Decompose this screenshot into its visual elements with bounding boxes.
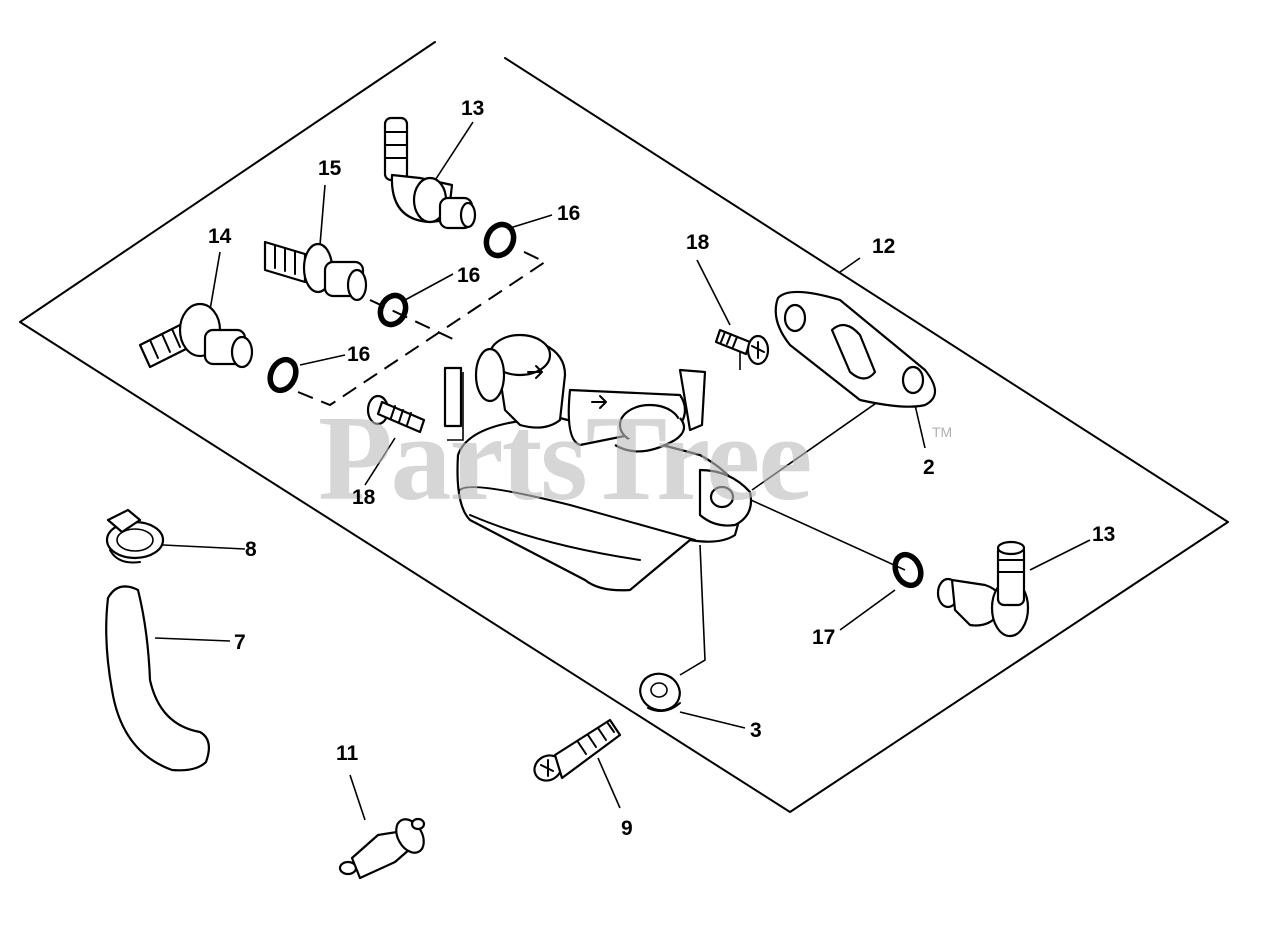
assembly-boundary xyxy=(19,41,1229,813)
callout-16-a: 16 xyxy=(557,202,581,225)
elbow-fitting-lower-part-13 xyxy=(936,540,1030,638)
o-ring-part-16-a xyxy=(483,221,517,259)
trademark-mark: TM xyxy=(932,424,953,440)
callout-18-lower: 18 xyxy=(352,486,376,509)
washer-part-3 xyxy=(639,672,681,713)
screw-part-18-upper xyxy=(714,328,770,366)
leader-lines xyxy=(154,121,1091,821)
callout-16-b: 16 xyxy=(457,264,481,287)
callout-3: 3 xyxy=(750,719,762,742)
callout-16-c: 16 xyxy=(347,343,371,366)
hose-clamp-part-8 xyxy=(105,508,165,564)
callout-13-upper: 13 xyxy=(461,97,485,120)
callout-9: 9 xyxy=(621,817,633,840)
o-ring-part-16-b xyxy=(377,292,409,328)
callout-13-lower: 13 xyxy=(1092,523,1116,546)
o-ring-part-16-c xyxy=(267,356,299,394)
callout-12: 12 xyxy=(872,235,896,258)
elbow-fitting-part-14 xyxy=(138,302,254,369)
watermark-logo: PartsTree xyxy=(318,391,812,526)
callout-7: 7 xyxy=(234,631,246,654)
callout-8: 8 xyxy=(245,538,257,561)
fuel-hose-part-7 xyxy=(105,585,211,772)
screw-part-18-lower xyxy=(366,394,426,434)
callout-17: 17 xyxy=(812,626,836,649)
callout-18-upper: 18 xyxy=(686,231,710,254)
callout-11: 11 xyxy=(336,742,359,765)
screw-part-9 xyxy=(533,718,622,782)
elbow-fitting-upper-part-13 xyxy=(383,116,477,230)
gasket-part-12 xyxy=(774,290,937,408)
callout-14: 14 xyxy=(208,225,232,248)
barb-fitting-part-15 xyxy=(263,240,368,302)
callout-2: 2 xyxy=(923,456,935,479)
callout-15: 15 xyxy=(318,157,342,180)
fuel-filter-part-11 xyxy=(338,817,426,880)
o-ring-part-17 xyxy=(892,551,924,589)
fuel-pump-body xyxy=(443,333,753,592)
alignment-dashed-line xyxy=(297,249,548,407)
